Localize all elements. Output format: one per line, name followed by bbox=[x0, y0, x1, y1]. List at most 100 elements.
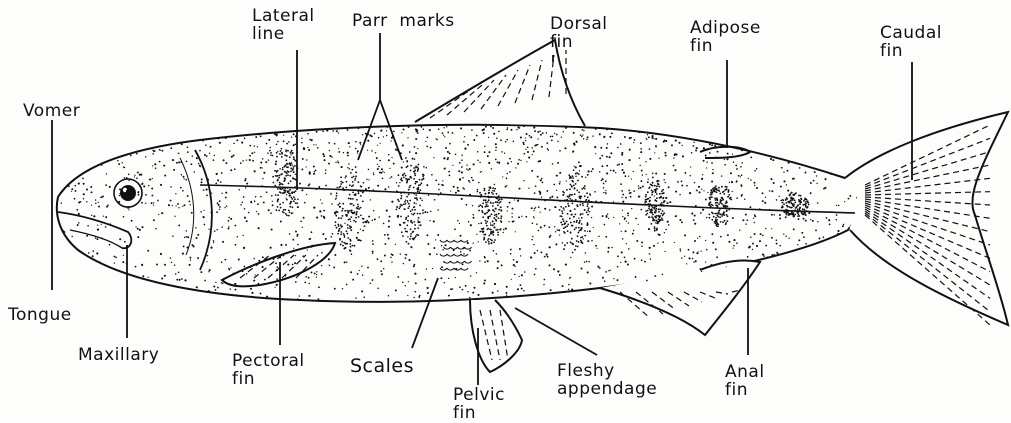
stipple-dot bbox=[501, 264, 503, 266]
stipple-dot bbox=[184, 279, 186, 281]
stipple-dot bbox=[225, 137, 227, 139]
stipple-dot bbox=[709, 217, 711, 219]
stipple-dot bbox=[357, 273, 359, 275]
stipple-dot bbox=[302, 227, 303, 228]
parr-mark-dot bbox=[335, 221, 337, 223]
stipple-dot bbox=[384, 172, 385, 173]
parr-mark-dot bbox=[587, 203, 589, 205]
stipple-dot bbox=[105, 216, 107, 218]
stipple-dot bbox=[747, 128, 749, 130]
stipple-dot bbox=[88, 252, 90, 254]
stipple-dot bbox=[228, 217, 230, 219]
stipple-dot bbox=[537, 250, 539, 252]
stipple-dot bbox=[426, 234, 428, 236]
stipple-dot bbox=[450, 288, 452, 290]
stipple-dot bbox=[791, 192, 793, 194]
parr-mark-dot bbox=[501, 210, 503, 212]
stipple-dot bbox=[767, 280, 768, 281]
parr-mark-dot bbox=[498, 209, 500, 211]
stipple-dot bbox=[231, 129, 233, 131]
stipple-dot bbox=[648, 228, 650, 230]
stipple-dot bbox=[390, 140, 391, 141]
stipple-dot bbox=[338, 121, 340, 123]
stipple-dot bbox=[170, 200, 172, 202]
stipple-dot bbox=[405, 257, 407, 259]
stipple-dot bbox=[390, 257, 392, 259]
parr-mark-dot bbox=[570, 210, 572, 212]
parr-mark-dot bbox=[724, 220, 726, 222]
stipple-dot bbox=[472, 205, 473, 206]
parr-mark-dot bbox=[786, 214, 788, 216]
parr-mark-dot bbox=[287, 150, 289, 152]
stipple-dot bbox=[232, 120, 234, 122]
stipple-dot bbox=[523, 290, 525, 292]
stipple-dot bbox=[222, 125, 224, 127]
stipple-dot bbox=[311, 271, 313, 273]
stipple-dot bbox=[662, 241, 664, 243]
stipple-dot bbox=[270, 154, 272, 156]
stipple-dot bbox=[379, 160, 381, 162]
parr-mark-dot bbox=[577, 235, 579, 237]
stipple-dot bbox=[766, 120, 768, 122]
stipple-dot bbox=[470, 275, 471, 276]
stipple-dot bbox=[388, 159, 390, 161]
stipple-dot bbox=[315, 170, 317, 172]
stipple-dot bbox=[448, 295, 450, 297]
parr-mark-dot bbox=[356, 211, 358, 213]
stipple-dot bbox=[159, 161, 161, 163]
parr-mark-dot bbox=[337, 204, 339, 206]
stipple-dot bbox=[333, 266, 335, 268]
parr-mark-dot bbox=[655, 191, 657, 193]
parr-mark-dot bbox=[581, 217, 583, 219]
stipple-dot bbox=[242, 160, 244, 162]
stipple-dot bbox=[346, 261, 348, 263]
parr-mark-dot bbox=[575, 245, 577, 247]
stipple-dot bbox=[68, 286, 70, 288]
stipple-dot bbox=[177, 203, 179, 205]
stipple-dot bbox=[301, 142, 303, 144]
stipple-dot bbox=[60, 298, 62, 300]
stipple-dot bbox=[834, 121, 836, 123]
parr-mark-dot bbox=[495, 220, 497, 222]
stipple-dot bbox=[152, 120, 154, 122]
parr-mark-dot bbox=[350, 226, 352, 228]
stipple-dot bbox=[155, 135, 157, 137]
parr-mark-dot bbox=[344, 210, 346, 212]
stipple-dot bbox=[347, 125, 348, 126]
stipple-dot bbox=[445, 147, 447, 149]
stipple-dot bbox=[243, 196, 245, 198]
stipple-dot bbox=[364, 120, 366, 122]
stipple-dot bbox=[467, 291, 468, 292]
stipple-dot bbox=[684, 206, 685, 207]
parr-mark-dot bbox=[415, 167, 417, 169]
stipple-dot bbox=[563, 209, 564, 210]
parr-mark-dot bbox=[783, 203, 785, 205]
stipple-dot bbox=[820, 147, 821, 148]
stipple-dot bbox=[71, 125, 73, 127]
stipple-dot bbox=[517, 200, 519, 202]
stipple-dot bbox=[297, 198, 299, 200]
parr-mark-dot bbox=[340, 217, 342, 219]
stipple-dot bbox=[699, 236, 701, 238]
parr-mark-dot bbox=[656, 197, 658, 199]
stipple-dot bbox=[266, 191, 268, 193]
stipple-dot bbox=[124, 177, 125, 178]
stipple-dot bbox=[228, 226, 230, 228]
stipple-dot bbox=[408, 126, 410, 128]
stipple-dot bbox=[588, 261, 590, 263]
stipple-dot bbox=[255, 196, 256, 197]
stipple-dot bbox=[221, 119, 223, 121]
stipple-dot bbox=[627, 215, 629, 217]
stipple-dot bbox=[845, 240, 847, 242]
stipple-dot bbox=[362, 274, 363, 275]
pectoral-fin-shape bbox=[222, 243, 335, 286]
stipple-dot bbox=[277, 141, 278, 142]
stipple-dot bbox=[518, 159, 520, 161]
stipple-dot bbox=[344, 223, 345, 224]
stipple-dot bbox=[755, 287, 756, 288]
parr-mark-dot bbox=[488, 197, 490, 199]
stipple-dot bbox=[145, 299, 147, 301]
label-maxillary: Maxillary bbox=[78, 346, 159, 364]
stipple-dot bbox=[731, 127, 732, 128]
stipple-dot bbox=[95, 142, 97, 144]
